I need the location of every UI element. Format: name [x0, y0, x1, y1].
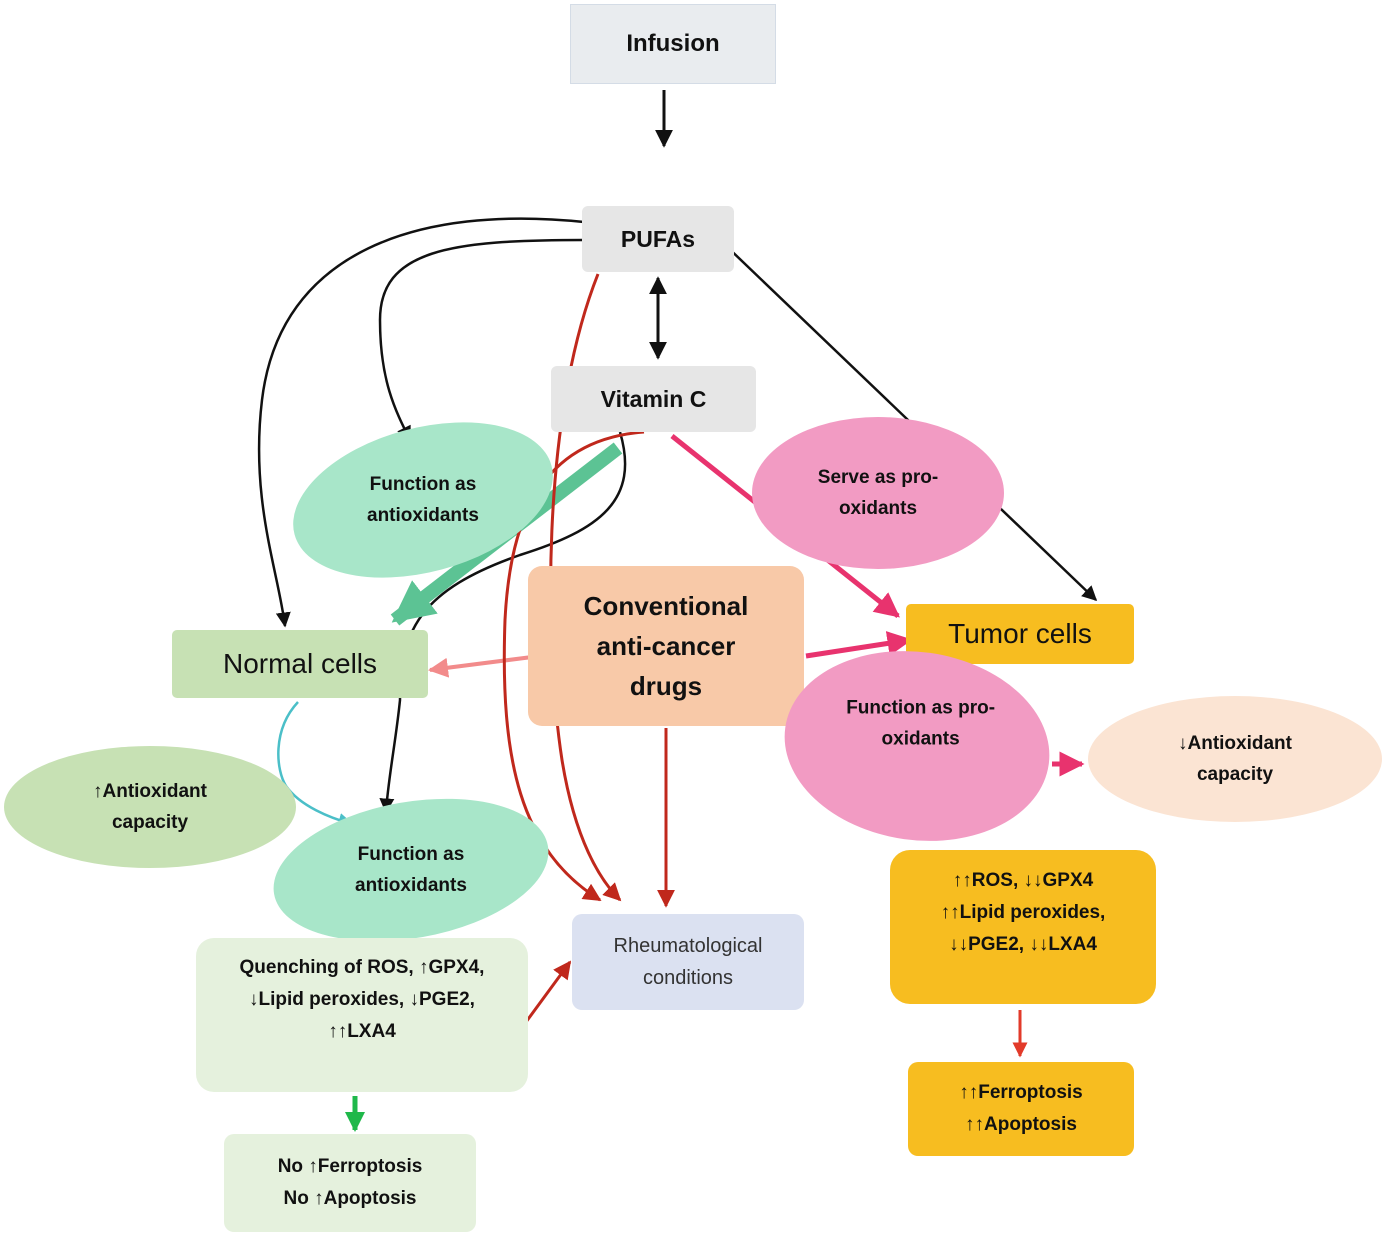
antioxidants-top-line-1: Function as	[369, 474, 477, 495]
serve-prooxidants-line-1: Serve as pro-	[817, 467, 939, 488]
arrow-drugs-to-normal-cells	[428, 654, 541, 678]
arrow-normal-effects-to-rheumatological	[524, 960, 572, 1023]
prooxidants-lower-line-1: Function as pro-	[845, 697, 995, 719]
normal-effects-box: Quenching of ROS, ↑GPX4, ↓Lipid peroxide…	[196, 938, 528, 1092]
normal-effects-line-2: ↓Lipid peroxides, ↓PGE2,	[249, 989, 475, 1010]
tumor-effects-line-2: ↑↑Lipid peroxides,	[940, 902, 1106, 923]
infusion-label: Infusion	[626, 30, 720, 57]
normal-cells-label: Normal cells	[222, 648, 378, 679]
normal-outcome-line-1: No ↑Ferroptosis	[277, 1156, 423, 1177]
tumor-effects-box: ↑↑ROS, ↓↓GPX4 ↑↑Lipid peroxides, ↓↓PGE2,…	[890, 850, 1156, 1004]
pufas-label: PUFAs	[620, 225, 696, 252]
anticancer-drugs-box: Conventional anti-cancer drugs	[528, 566, 804, 726]
normal-effects-line-1: Quenching of ROS, ↑GPX4,	[239, 957, 485, 978]
normal-effects-line-3: ↑↑LXA4	[328, 1021, 396, 1042]
decreased-antioxidant-ellipse: ↓Antioxidant capacity	[1088, 696, 1382, 822]
prooxidants-lower-line-2: oxidants	[881, 728, 960, 750]
tumor-effects-line-3: ↓↓PGE2, ↓↓LXA4	[949, 934, 1097, 955]
antioxidants-lower-line-2: antioxidants	[355, 875, 467, 896]
antioxidants-top-line-2: antioxidants	[367, 505, 479, 526]
tumor-effects-line-1: ↑↑ROS, ↓↓GPX4	[952, 870, 1094, 891]
tumor-outcome-box: ↑↑Ferroptosis ↑↑Apoptosis	[908, 1062, 1134, 1156]
rheumatological-box: Rheumatological conditions	[572, 914, 804, 1010]
pufas-box: PUFAs	[582, 206, 734, 272]
tumor-cells-box: Tumor cells	[906, 604, 1134, 664]
tumor-cells-label: Tumor cells	[948, 618, 1092, 649]
arrow-pufas-to-normal-cells	[257, 217, 585, 628]
increased-antioxidant-ellipse: ↑Antioxidant capacity	[4, 746, 296, 868]
increased-antioxidant-line-2: capacity	[111, 812, 189, 833]
normal-outcome-line-2: No ↑Apoptosis	[283, 1188, 417, 1209]
arrow-pufas-to-antioxidants-top	[378, 238, 585, 442]
normal-outcome-box: No ↑Ferroptosis No ↑Apoptosis	[224, 1134, 476, 1232]
rheumatological-line-1: Rheumatological	[613, 935, 763, 957]
rheumatological-line-2: conditions	[642, 967, 734, 989]
anticancer-drugs-line-3: drugs	[629, 671, 703, 701]
normal-cells-box: Normal cells	[172, 630, 428, 698]
decreased-antioxidant-line-1: ↓Antioxidant	[1178, 733, 1292, 754]
arrow-drugs-to-tumor-cells	[805, 631, 913, 659]
decreased-antioxidant-line-2: capacity	[1196, 764, 1274, 785]
anticancer-drugs-line-2: anti-cancer	[596, 631, 736, 661]
serve-prooxidants-ellipse: Serve as pro- oxidants	[752, 417, 1004, 569]
tumor-outcome-line-2: ↑↑Apoptosis	[965, 1114, 1077, 1135]
arrow-vitaminc-to-antioxidants-lower	[379, 431, 627, 814]
antioxidants-lower-line-1: Function as	[357, 844, 465, 865]
anticancer-drugs-line-1: Conventional	[583, 591, 749, 621]
vitamin-c-box: Vitamin C	[551, 366, 756, 432]
increased-antioxidant-line-1: ↑Antioxidant	[93, 781, 207, 802]
vitamin-c-label: Vitamin C	[600, 385, 707, 412]
tumor-outcome-line-1: ↑↑Ferroptosis	[959, 1082, 1083, 1103]
infusion-box: Infusion	[570, 4, 776, 84]
serve-prooxidants-line-2: oxidants	[838, 498, 918, 519]
